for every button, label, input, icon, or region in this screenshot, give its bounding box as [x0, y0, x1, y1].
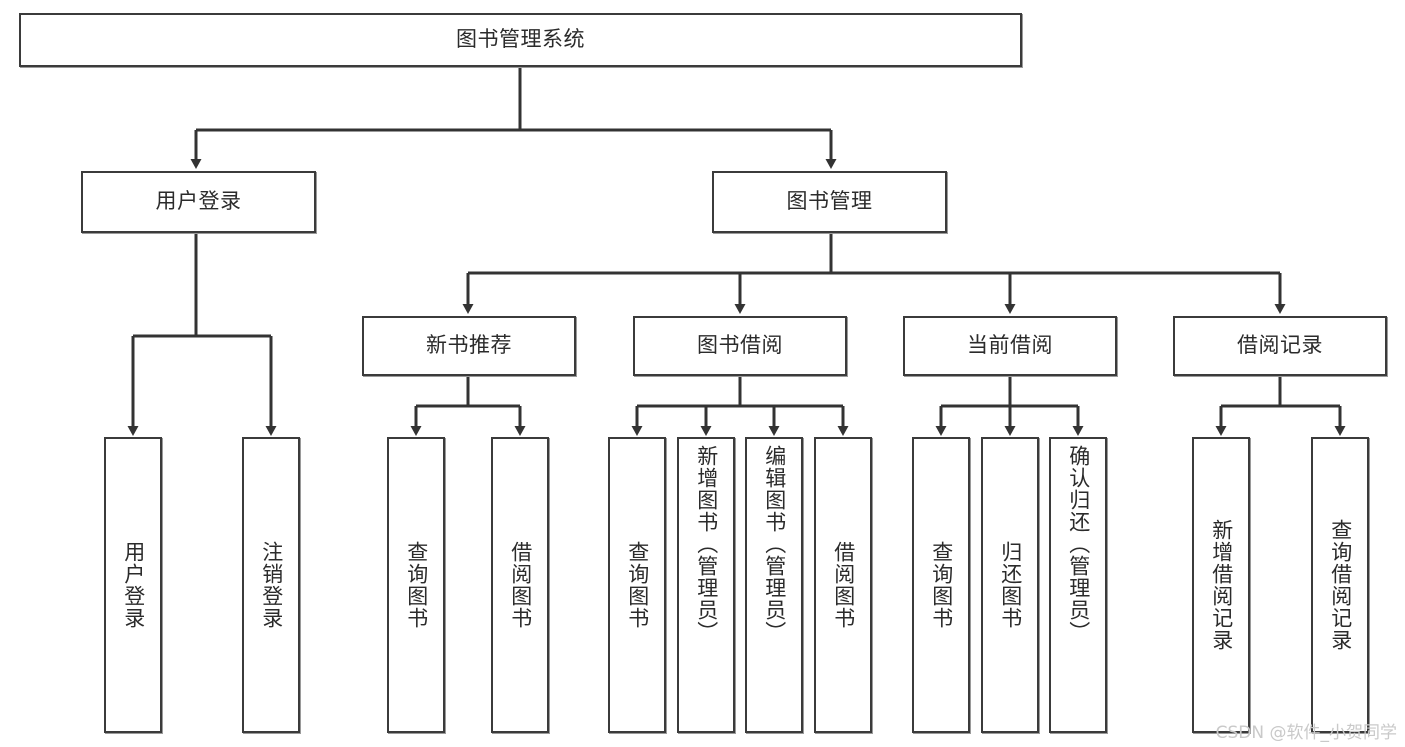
- node-leaf-logout-label: 注销登录: [259, 541, 284, 629]
- node-current-borrow[interactable]: 当前借阅: [903, 316, 1117, 376]
- node-leaf-return-book-label: 归还图书: [998, 541, 1023, 629]
- node-leaf-borrow-book-1-label: 借阅图书: [508, 541, 533, 629]
- node-book-management[interactable]: 图书管理: [712, 171, 947, 233]
- node-leaf-query-book-1[interactable]: 查询图书: [387, 437, 445, 733]
- node-borrow-record[interactable]: 借阅记录: [1173, 316, 1387, 376]
- node-leaf-confirm-return-admin[interactable]: 确认归还（管理员）: [1049, 437, 1107, 733]
- node-leaf-query-book-2-label: 查询图书: [625, 541, 650, 629]
- node-borrow-record-label: 借阅记录: [1237, 333, 1323, 358]
- node-user-login[interactable]: 用户登录: [81, 171, 316, 233]
- node-leaf-query-borrow-record-label: 查询借阅记录: [1328, 519, 1353, 651]
- node-book-borrow[interactable]: 图书借阅: [633, 316, 847, 376]
- node-leaf-borrow-book-2-label: 借阅图书: [831, 541, 856, 629]
- node-leaf-user-login-label: 用户登录: [121, 541, 146, 629]
- node-new-book-recommend-label: 新书推荐: [426, 333, 512, 358]
- node-leaf-query-book-1-label: 查询图书: [404, 541, 429, 629]
- node-leaf-add-borrow-record-label: 新增借阅记录: [1209, 519, 1234, 651]
- node-leaf-borrow-book-2[interactable]: 借阅图书: [814, 437, 872, 733]
- node-leaf-logout[interactable]: 注销登录: [242, 437, 300, 733]
- node-leaf-confirm-return-admin-label: 确认归还（管理员）: [1066, 445, 1091, 643]
- node-book-management-label: 图书管理: [786, 189, 873, 214]
- watermark: CSDN @软件_小贺同学: [1215, 723, 1397, 743]
- node-leaf-query-borrow-record[interactable]: 查询借阅记录: [1311, 437, 1369, 733]
- node-new-book-recommend[interactable]: 新书推荐: [362, 316, 576, 376]
- node-user-login-label: 用户登录: [155, 189, 242, 214]
- node-leaf-edit-book-admin[interactable]: 编辑图书（管理员）: [745, 437, 803, 733]
- node-leaf-add-borrow-record[interactable]: 新增借阅记录: [1192, 437, 1250, 733]
- node-current-borrow-label: 当前借阅: [967, 333, 1053, 358]
- node-root[interactable]: 图书管理系统: [19, 13, 1022, 67]
- node-root-label: 图书管理系统: [456, 27, 585, 52]
- node-leaf-query-book-3-label: 查询图书: [929, 541, 954, 629]
- node-leaf-query-book-3[interactable]: 查询图书: [912, 437, 970, 733]
- node-leaf-add-book-admin[interactable]: 新增图书（管理员）: [677, 437, 735, 733]
- node-leaf-return-book[interactable]: 归还图书: [981, 437, 1039, 733]
- node-leaf-query-book-2[interactable]: 查询图书: [608, 437, 666, 733]
- node-book-borrow-label: 图书借阅: [697, 333, 783, 358]
- node-leaf-add-book-admin-label: 新增图书（管理员）: [694, 445, 719, 643]
- node-leaf-edit-book-admin-label: 编辑图书（管理员）: [762, 445, 787, 643]
- node-leaf-borrow-book-1[interactable]: 借阅图书: [491, 437, 549, 733]
- node-leaf-user-login[interactable]: 用户登录: [104, 437, 162, 733]
